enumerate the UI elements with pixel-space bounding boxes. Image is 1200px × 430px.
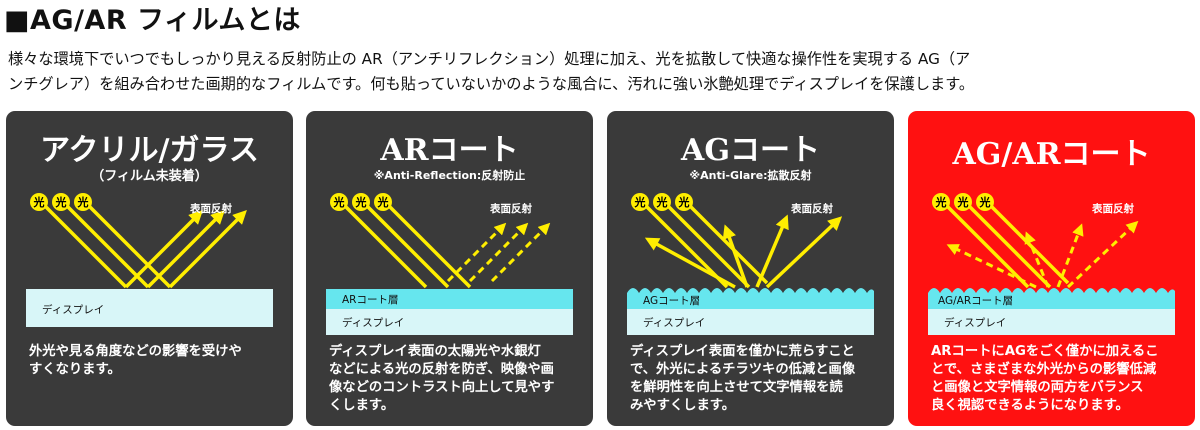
description-line: を鮮明性を向上させて文字情報を読 bbox=[630, 380, 843, 395]
description-line: で、外光によるチラツキの低減と画像 bbox=[630, 362, 856, 377]
diffused-reflection-rays bbox=[644, 214, 843, 289]
layer-label: ARコート層 bbox=[342, 294, 398, 306]
description-line: 良く視認できるようになります。 bbox=[931, 398, 1129, 413]
display-layer bbox=[26, 289, 273, 327]
panel-title: ARコート bbox=[380, 133, 519, 168]
panel-subtitle: （フィルム未装着） bbox=[91, 169, 208, 184]
description-line: と画像と文字情報の両方をバランス bbox=[931, 380, 1144, 395]
coat-layer bbox=[627, 288, 874, 309]
description-line: とで、さまざまな外光からの影響低減 bbox=[931, 362, 1157, 377]
description-line: みやすくします。 bbox=[630, 398, 736, 413]
panel-ag-coat: AGコート ※Anti-Glare:拡散反射 光 光 光 表面反射 AGコート層… bbox=[607, 111, 894, 426]
coat-layer bbox=[928, 288, 1175, 309]
light-symbol: 光 bbox=[634, 195, 646, 209]
reflection-label: 表面反射 bbox=[790, 202, 833, 215]
light-symbol: 光 bbox=[678, 195, 690, 209]
layer-label: ディスプレイ bbox=[643, 316, 705, 329]
light-symbol: 光 bbox=[333, 195, 345, 209]
incoming-light-rays bbox=[942, 201, 1070, 289]
light-symbol: 光 bbox=[957, 195, 969, 209]
light-symbol: 光 bbox=[656, 195, 668, 209]
light-source-icons: 光 光 光 bbox=[932, 193, 994, 211]
light-symbol: 光 bbox=[355, 195, 367, 209]
panel-description: ディスプレイ表面を僅かに荒らすこと で、外光によるチラツキの低減と画像 を鮮明性… bbox=[630, 343, 878, 415]
diffused-reduced-rays bbox=[946, 220, 1139, 289]
reflection-label: 表面反射 bbox=[1091, 202, 1134, 215]
reflection-label: 表面反射 bbox=[489, 202, 532, 215]
light-symbol: 光 bbox=[979, 195, 991, 209]
description-line: ARコートにAGをごく僅かに加えるこ bbox=[931, 344, 1159, 359]
light-source-icons: 光 光 光 bbox=[631, 193, 693, 211]
layer-label: ディスプレイ bbox=[42, 303, 104, 316]
reflection-diagram: 光 光 光 表面反射 AGコート層 ディスプレイ bbox=[627, 193, 874, 335]
layer-label: ディスプレイ bbox=[944, 316, 1006, 329]
panel-subtitle: ※Anti-Reflection:反射防止 bbox=[373, 169, 526, 182]
light-source-icons: 光 光 光 bbox=[30, 193, 92, 211]
reflection-diagram: 光 光 光 表面反射 ARコート層 ディスプレイ bbox=[326, 193, 573, 335]
intro-text: 様々な環境下でいつでもしっかり見える反射防止の AR（アンチリフレクション）処理… bbox=[8, 47, 1198, 97]
description-line: すくなります。 bbox=[29, 362, 121, 377]
light-source-icons: 光 光 光 bbox=[330, 193, 392, 211]
layer-label: AG/ARコート層 bbox=[938, 295, 1013, 307]
description-line: 外光や見る角度などの影響を受けや bbox=[29, 344, 242, 359]
description-line: ディスプレイ表面を僅かに荒らすこと bbox=[630, 344, 855, 359]
layer-label: ディスプレイ bbox=[342, 316, 404, 329]
panel-title: アクリル/ガラス bbox=[40, 133, 259, 168]
reduced-reflection-rays bbox=[446, 222, 551, 283]
display-layer bbox=[326, 309, 573, 335]
description-line: ディスプレイ表面の太陽光や水銀灯 bbox=[329, 344, 541, 359]
description-line: 像などのコントラスト向上して見やす bbox=[329, 380, 555, 395]
light-symbol: 光 bbox=[935, 195, 947, 209]
layer-label: AGコート層 bbox=[643, 295, 700, 307]
description-line: くします。 bbox=[329, 398, 395, 413]
intro-line: ンチグレア）を組み合わせた画期的なフィルムです。何も貼っていないかのような風合に… bbox=[8, 75, 975, 93]
panel-acrylic-glass: アクリル/ガラス （フィルム未装着） 光 光 光 表面反射 ディスプレイ 外光や… bbox=[6, 111, 293, 426]
intro-line: 様々な環境下でいつでもしっかり見える反射防止の AR（アンチリフレクション）処理… bbox=[8, 50, 971, 68]
panel-title: AG/ARコート bbox=[952, 137, 1151, 172]
panel-description: ディスプレイ表面の太陽光や水銀灯 などによる光の反射を防ぎ、映像や画 像などのコ… bbox=[329, 343, 577, 415]
panel-description: 外光や見る角度などの影響を受けや すくなります。 bbox=[29, 343, 277, 379]
coat-layer bbox=[326, 289, 573, 309]
reflection-label: 表面反射 bbox=[189, 202, 232, 215]
page-heading: ■AG/AR フィルムとは bbox=[4, 5, 301, 36]
panel-subtitle: ※Anti-Glare:拡散反射 bbox=[689, 169, 812, 182]
display-layer bbox=[627, 309, 874, 335]
light-symbol: 光 bbox=[77, 195, 89, 209]
reflected-light-rays bbox=[124, 210, 247, 289]
panel-description: ARコートにAGをごく僅かに加えるこ とで、さまざまな外光からの影響低減 と画像… bbox=[931, 343, 1179, 415]
reflection-diagram: 光 光 光 表面反射 AG/ARコート層 ディスプレイ bbox=[928, 193, 1175, 335]
display-layer bbox=[928, 309, 1175, 335]
light-symbol: 光 bbox=[55, 195, 67, 209]
light-symbol: 光 bbox=[377, 195, 389, 209]
panel-title: AGコート bbox=[681, 133, 820, 168]
panel-ar-coat: ARコート ※Anti-Reflection:反射防止 光 光 光 表面反射 A… bbox=[306, 111, 593, 426]
panel-ag-ar-coat: AG/ARコート 光 光 光 表面反射 AG/ARコート層 ディスプレイ ARコ… bbox=[908, 111, 1195, 426]
description-line: などによる光の反射を防ぎ、映像や画 bbox=[329, 362, 554, 377]
incoming-light-rays bbox=[40, 201, 172, 289]
incoming-light-rays bbox=[340, 201, 472, 289]
reflection-diagram: 光 光 光 表面反射 ディスプレイ bbox=[26, 193, 273, 327]
light-symbol: 光 bbox=[33, 195, 45, 209]
